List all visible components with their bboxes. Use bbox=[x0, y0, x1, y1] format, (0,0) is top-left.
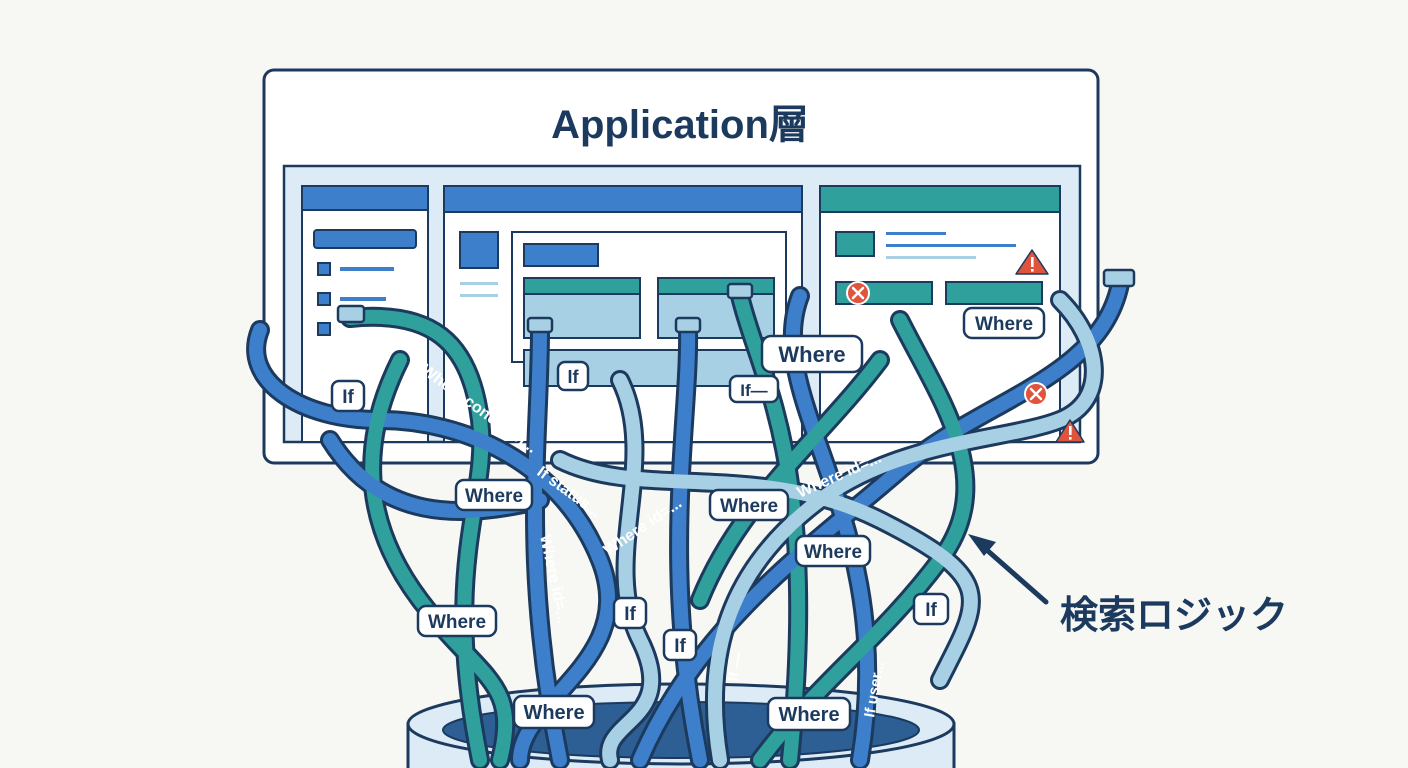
window-title: Application層 bbox=[551, 103, 809, 147]
search-logic-caption: 検索ロジック bbox=[1060, 593, 1288, 637]
speech-bubble: If— bbox=[728, 374, 780, 404]
tag-bubbles: If If If— Where Where Where Where Where bbox=[330, 306, 1046, 732]
speech-bubble: If bbox=[612, 596, 648, 630]
bubble-text: Where bbox=[523, 702, 584, 724]
bubble-text: Where bbox=[778, 704, 839, 726]
bubble-text: If bbox=[342, 387, 354, 408]
speech-bubble: If bbox=[330, 379, 366, 413]
error-icon bbox=[846, 281, 870, 305]
bubble-text: Where bbox=[804, 542, 862, 563]
speech-bubble: Where bbox=[760, 334, 864, 374]
bubble-text: If bbox=[624, 604, 636, 625]
warning-icon bbox=[1055, 419, 1085, 443]
speech-bubble: If bbox=[556, 360, 590, 392]
tangled-cables bbox=[246, 268, 1136, 768]
bubble-text: If bbox=[925, 600, 937, 621]
bubble-text: Where bbox=[720, 496, 778, 517]
speech-bubble: If bbox=[912, 592, 950, 626]
arrow-icon bbox=[968, 534, 1049, 605]
bubble-text: Where bbox=[975, 314, 1033, 335]
warning-icon bbox=[1015, 249, 1049, 275]
bubble-text: Where bbox=[778, 342, 845, 367]
speech-bubble: If bbox=[662, 628, 698, 662]
error-icon bbox=[1024, 382, 1048, 406]
bubble-text: If bbox=[674, 636, 686, 657]
bubble-text: Where bbox=[428, 612, 486, 633]
speech-bubble: Where bbox=[416, 604, 498, 638]
speech-bubble: Where bbox=[794, 534, 872, 568]
bubble-text: Where bbox=[465, 486, 523, 507]
speech-bubble: Where bbox=[454, 478, 534, 512]
speech-bubble: Where bbox=[766, 696, 852, 732]
bubble-text: If— bbox=[740, 381, 767, 400]
cable-label: If — bbox=[725, 652, 747, 683]
speech-bubble: Where bbox=[708, 488, 790, 522]
speech-bubble: Where bbox=[512, 694, 596, 730]
speech-bubble: Where bbox=[962, 306, 1046, 340]
bubble-text: If bbox=[568, 367, 580, 387]
